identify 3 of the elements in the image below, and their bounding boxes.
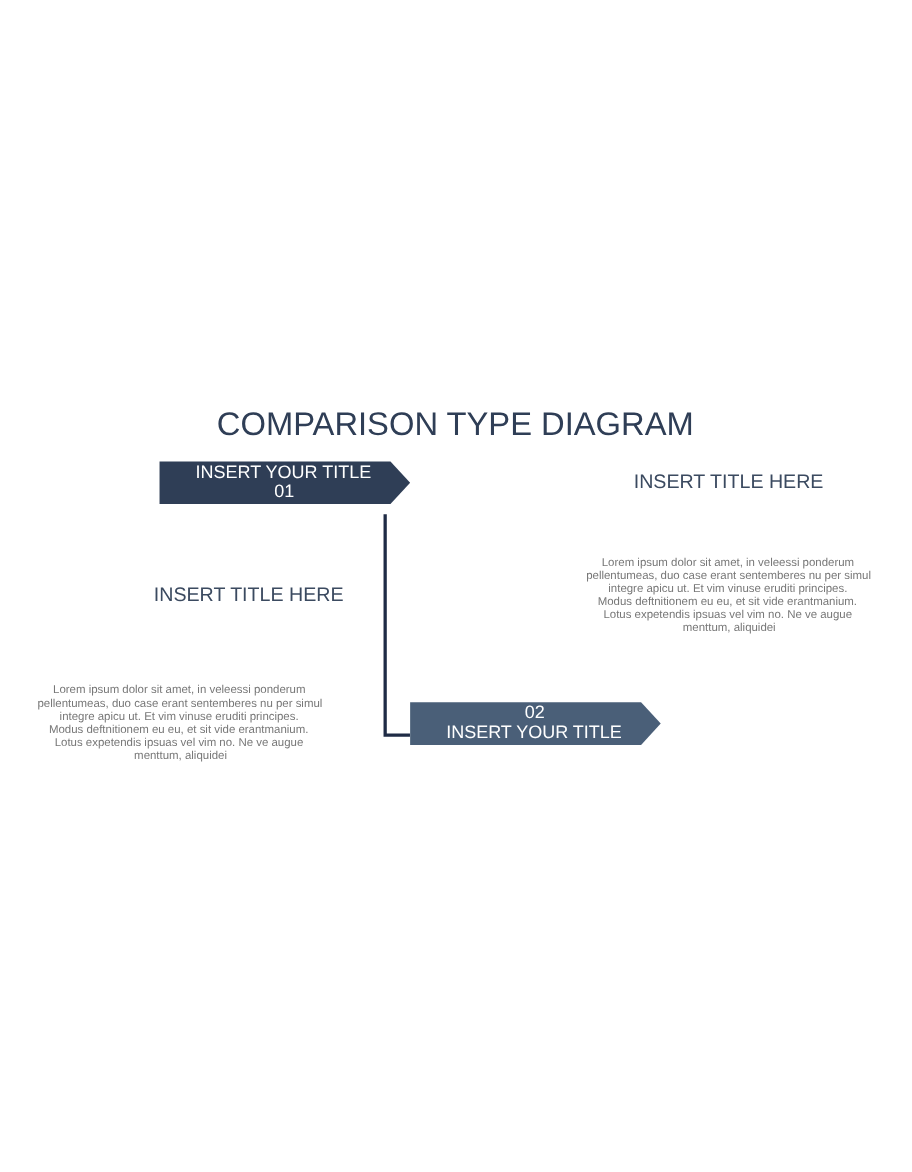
- diagram-title: COMPARISON TYPE DIAGRAM: [216, 407, 694, 444]
- label: INSERT TITLE HERE: [153, 584, 344, 607]
- label: INSERT TITLE HERE: [633, 471, 824, 494]
